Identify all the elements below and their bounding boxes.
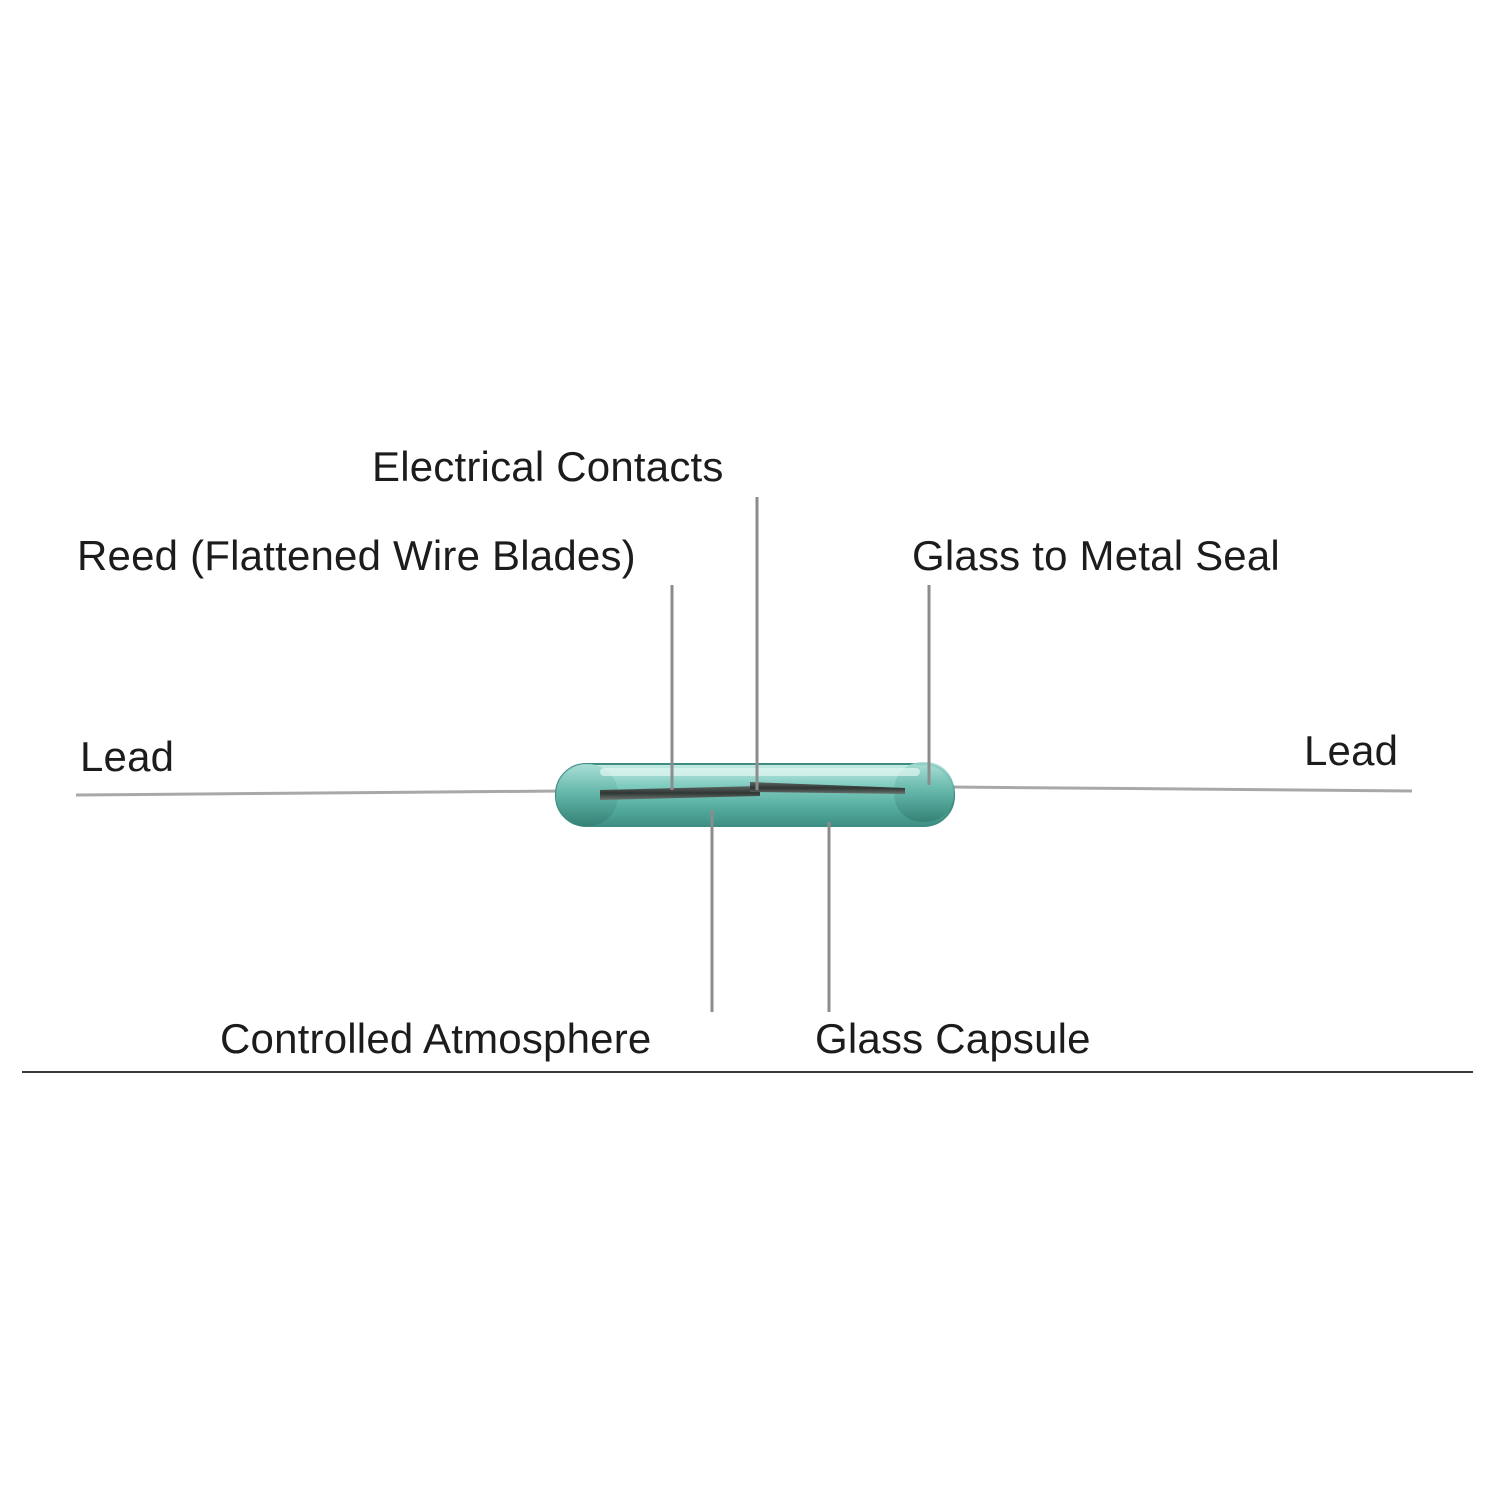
lead-wire-left: [75, 789, 563, 797]
label-glass-to-metal-seal: Glass to Metal Seal: [912, 532, 1280, 579]
label-lead-right: Lead: [1304, 727, 1399, 774]
label-reed: Reed (Flattened Wire Blades): [77, 532, 636, 579]
label-lead-left: Lead: [80, 733, 175, 780]
label-controlled-atmosphere: Controlled Atmosphere: [220, 1015, 652, 1062]
lead-wire-right: [949, 785, 1413, 793]
reed-blade-right: [750, 782, 905, 794]
reed-blade-left: [600, 786, 760, 800]
label-glass-capsule: Glass Capsule: [815, 1015, 1091, 1062]
label-electrical-contacts: Electrical Contacts: [372, 443, 724, 490]
